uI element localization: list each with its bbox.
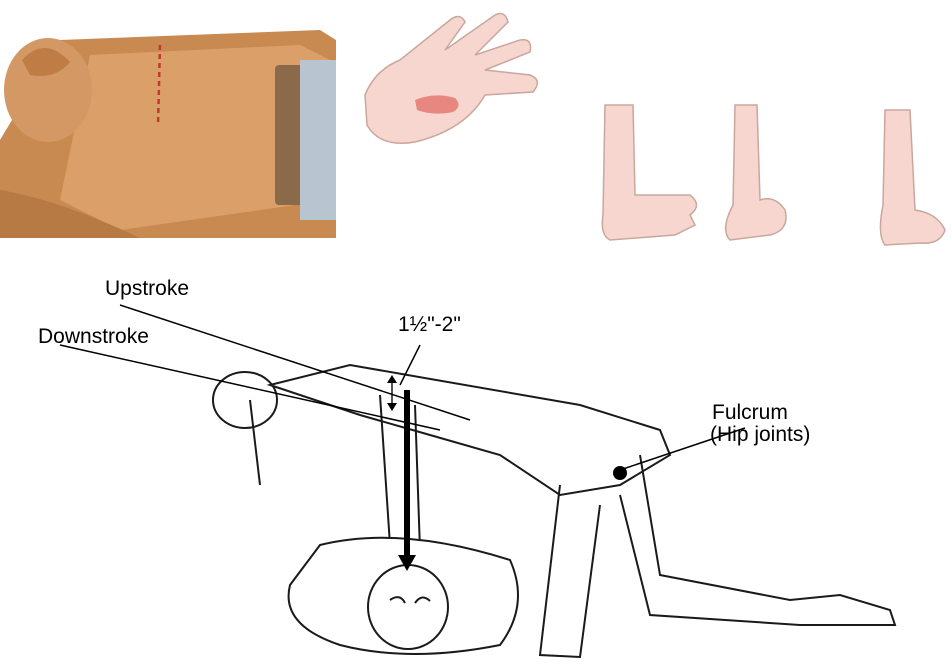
hip-joints-label: (Hip joints)	[710, 424, 810, 446]
upstroke-label: Upstroke	[105, 278, 189, 300]
fulcrum-label: Fulcrum	[712, 402, 788, 424]
downstroke-label: Downstroke	[38, 326, 149, 348]
compression-depth-label: 1½"-2"	[398, 314, 461, 336]
